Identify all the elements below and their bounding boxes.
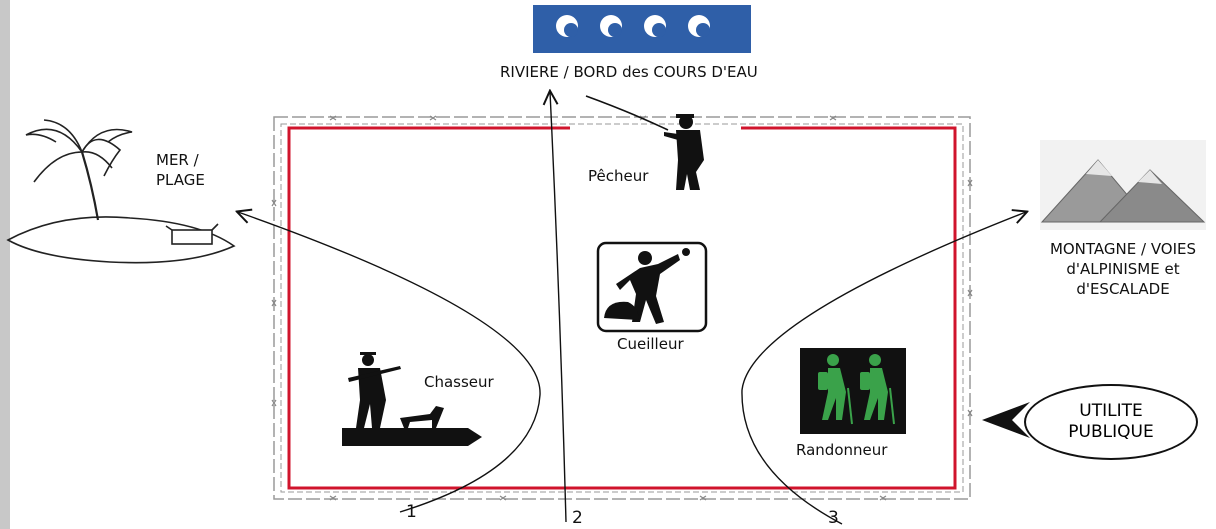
gatherer-label: Cueilleur <box>617 335 684 353</box>
property-boundary <box>287 126 957 490</box>
path-1-number: 1 <box>406 502 417 522</box>
fence <box>271 115 973 501</box>
path-1 <box>238 212 541 513</box>
waves-icon <box>533 5 751 53</box>
palm-island-icon <box>6 119 236 264</box>
hiker-icon <box>800 348 906 434</box>
left-edge-bar <box>0 0 10 529</box>
fisherman-icon <box>585 95 704 190</box>
mountain-icon <box>1040 140 1206 230</box>
path-2-number: 2 <box>572 508 583 528</box>
callout-pointer <box>982 402 1030 438</box>
hiker-label: Randonneur <box>796 441 888 459</box>
access-paths <box>238 92 1026 525</box>
path-2 <box>550 92 567 523</box>
sea-label-line2: PLAGE <box>156 171 205 189</box>
callout-line1: UTILITE <box>1079 401 1143 421</box>
gatherer-icon <box>596 241 708 333</box>
hunter-label: Chasseur <box>424 373 494 391</box>
path-3-number: 3 <box>828 508 839 528</box>
sea-label-line1: MER / <box>156 151 199 169</box>
public-utility-callout: UTILITE PUBLIQUE <box>1024 384 1198 460</box>
mountain-label-line3: d'ESCALADE <box>1076 280 1170 298</box>
path-3 <box>741 212 1026 525</box>
callout-line2: PUBLIQUE <box>1068 422 1154 442</box>
river-label: RIVIERE / BORD des COURS D'EAU <box>500 63 758 81</box>
mountain-label-line1: MONTAGNE / VOIES <box>1049 240 1197 258</box>
hunter-icon <box>342 352 482 446</box>
mountain-label-line2: d'ALPINISME et <box>1066 260 1180 278</box>
fisher-label: Pêcheur <box>588 167 649 185</box>
